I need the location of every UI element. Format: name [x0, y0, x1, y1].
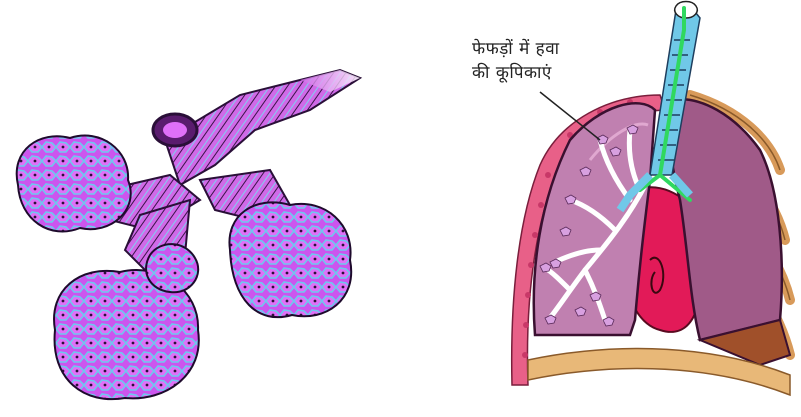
label-alveoli-line1: फेफड़ों में हवा	[472, 36, 560, 59]
label-alveoli-line2: की कूपिकाएं	[472, 60, 552, 83]
